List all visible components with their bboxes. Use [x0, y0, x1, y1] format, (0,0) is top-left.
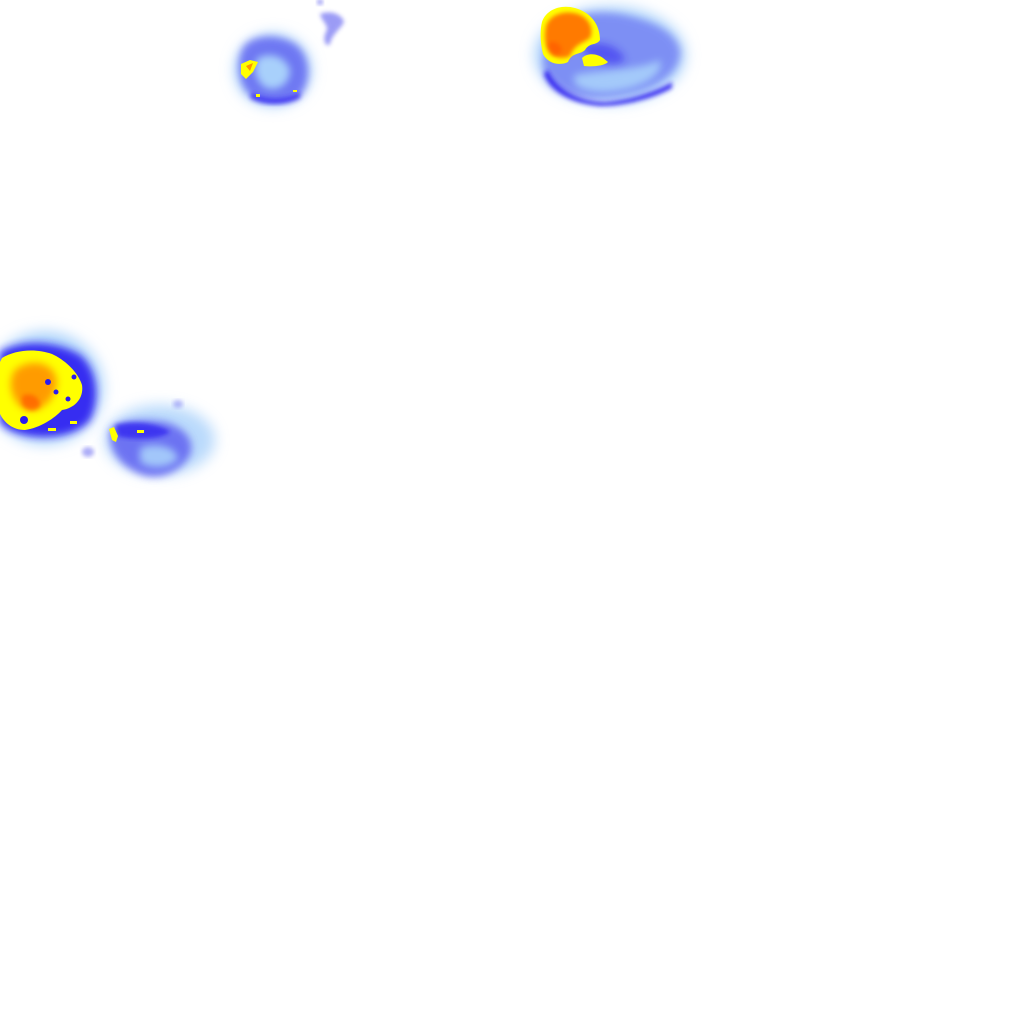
- cell-top-left-fragment: [317, 0, 344, 46]
- cell-top-right: [535, 6, 685, 106]
- cell-mid-left: [0, 332, 103, 444]
- cell-top-left: [235, 34, 311, 106]
- cell-mid-left-small: [82, 400, 215, 477]
